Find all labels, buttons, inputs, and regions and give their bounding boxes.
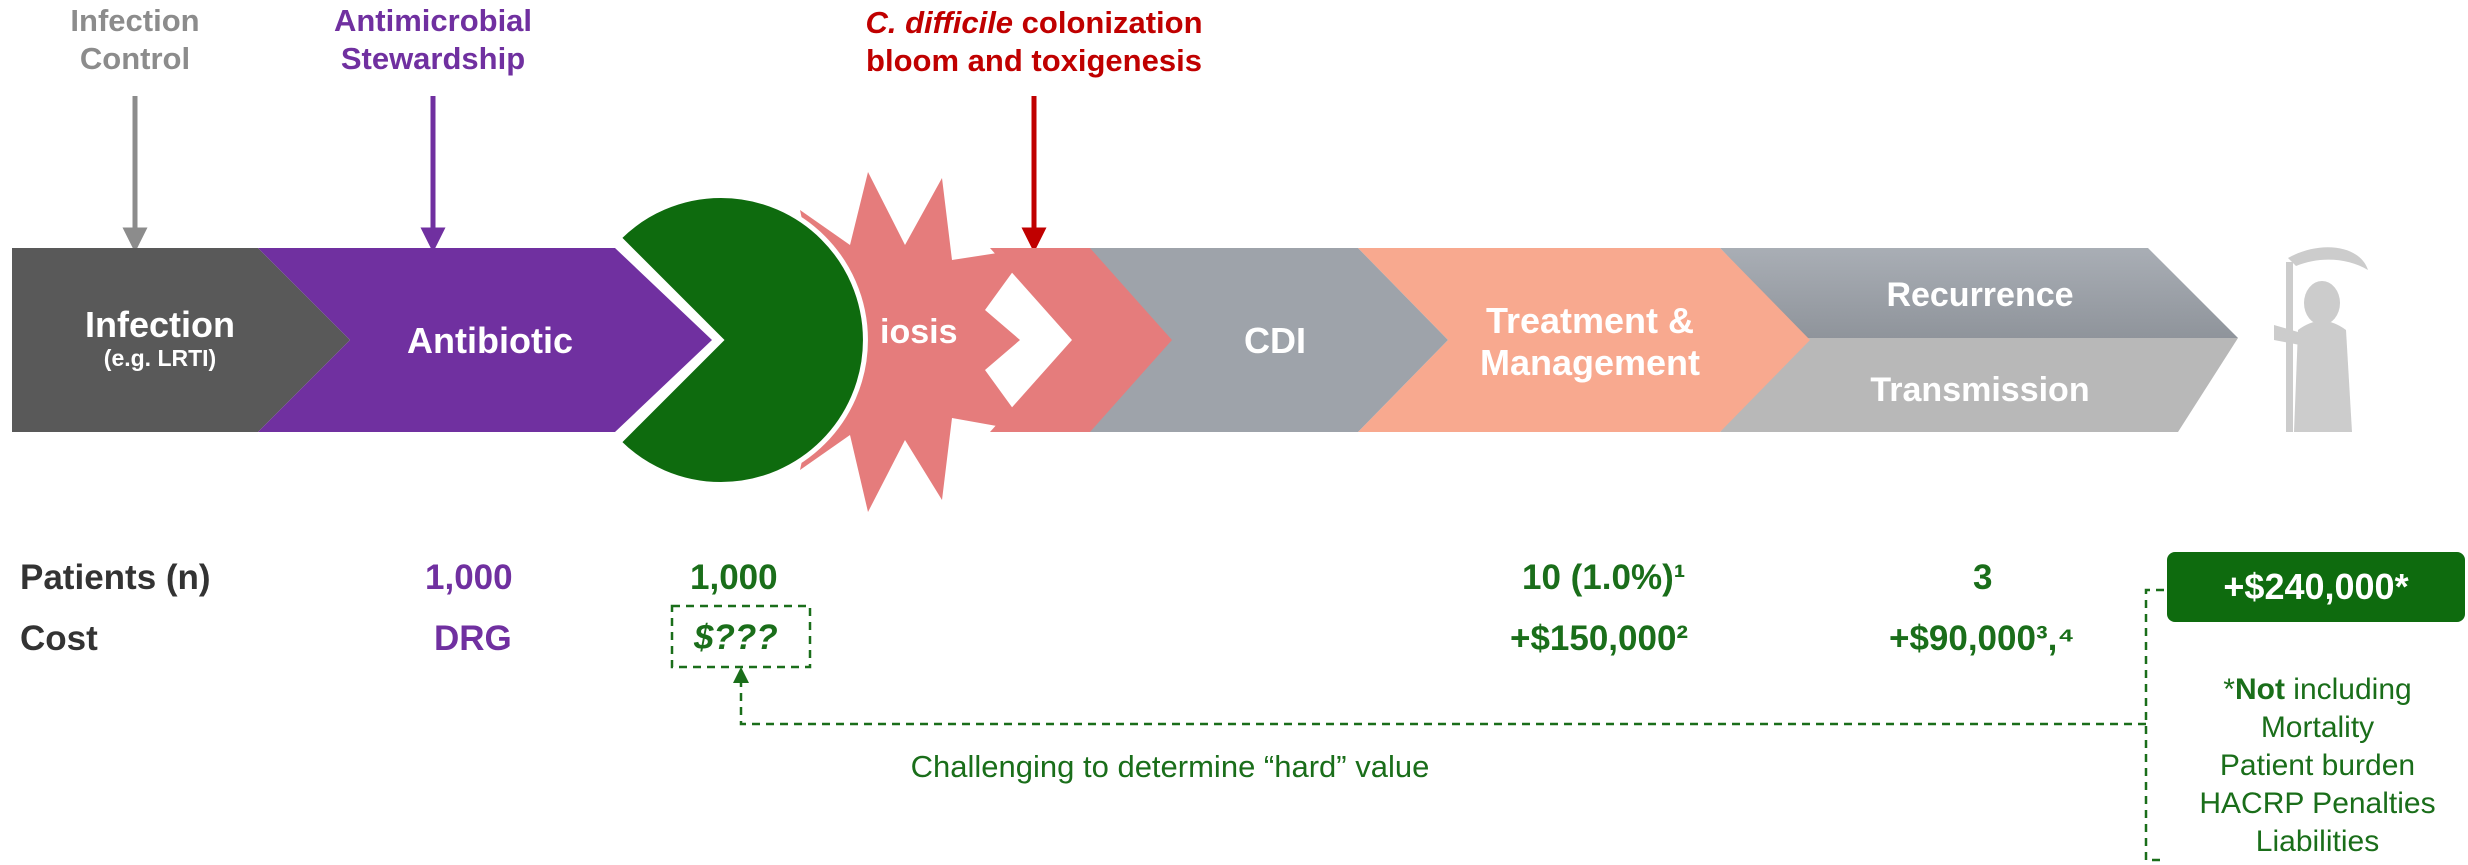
cdiff-colonization-label: C. difficile colonization bloom and toxi… — [834, 4, 1234, 80]
footnote-item: Patient burden — [2219, 749, 2416, 782]
antibiotic-chevron — [258, 248, 712, 432]
total-value: +$240,000* — [2223, 566, 2409, 607]
treatment-chevron-label: Treatment & Management — [1440, 300, 1740, 384]
cdi-chevron — [1080, 248, 1448, 432]
footnote-bracket — [2144, 588, 2164, 862]
colonization-chevron — [990, 248, 1172, 432]
footnote-item: Mortality — [2260, 711, 2375, 744]
connector-arrowhead — [733, 667, 749, 683]
infection-chevron — [12, 248, 350, 432]
treatment-chevron — [1358, 248, 1810, 432]
footnote: *Not including Mortality Patient burden … — [2170, 671, 2465, 861]
antibiotic-cost: DRG — [434, 619, 512, 658]
antibiotic-patients: 1,000 — [425, 558, 513, 597]
dysbiosis-patients: 1,000 — [690, 558, 778, 597]
stewardship-label: Antimicrobial Stewardship — [333, 3, 533, 76]
recurrence-label: Recurrence — [1886, 276, 2074, 314]
pacman-shape — [615, 193, 868, 487]
recurrence-chevron — [1720, 248, 2238, 338]
cdiff-rest: colonization — [1013, 5, 1203, 40]
dysbiosis-partial-label: iosis — [880, 313, 958, 351]
recurrence-cost: +$90,000³,⁴ — [1889, 619, 2075, 658]
cost-row-label: Cost — [20, 619, 98, 658]
patients-row-label: Patients (n) — [20, 558, 211, 597]
footnote-item: HACRP Penalties — [2199, 787, 2436, 820]
dysbiosis-cost: $??? — [694, 618, 778, 657]
antibiotic-chevron-label: Antibiotic — [407, 320, 573, 361]
treatment-line1: Treatment & — [1485, 300, 1695, 341]
recurrence-patients: 3 — [1973, 558, 1993, 597]
infection-control-label: Infection Control — [70, 3, 200, 76]
transmission-label: Transmission — [1870, 371, 2090, 409]
transmission-chevron — [1720, 338, 2238, 432]
infection-title: Infection — [85, 304, 235, 345]
infection-subtitle: (e.g. LRTI) — [103, 345, 217, 371]
challenge-text: Challenging to determine “hard” value — [910, 749, 1430, 784]
cdiff-line2: bloom and toxigenesis — [866, 43, 1202, 78]
footnote-bold: Not — [2234, 673, 2285, 706]
challenge-connector — [739, 680, 2146, 726]
cdiff-italic: C. difficile — [865, 5, 1014, 40]
cdi-chevron-label: CDI — [1244, 320, 1306, 361]
grim-reaper-icon — [2274, 247, 2368, 432]
treatment-line2: Management — [1479, 342, 1701, 383]
total-box — [2167, 552, 2465, 622]
footnote-item: Liabilities — [2255, 825, 2380, 858]
footnote-heading: *Not including — [2223, 673, 2412, 706]
cdi-cost: +$150,000² — [1510, 619, 1689, 658]
infection-chevron-label: Infection (e.g. LRTI) — [40, 306, 280, 372]
cdi-patients: 10 (1.0%)¹ — [1522, 558, 1686, 597]
